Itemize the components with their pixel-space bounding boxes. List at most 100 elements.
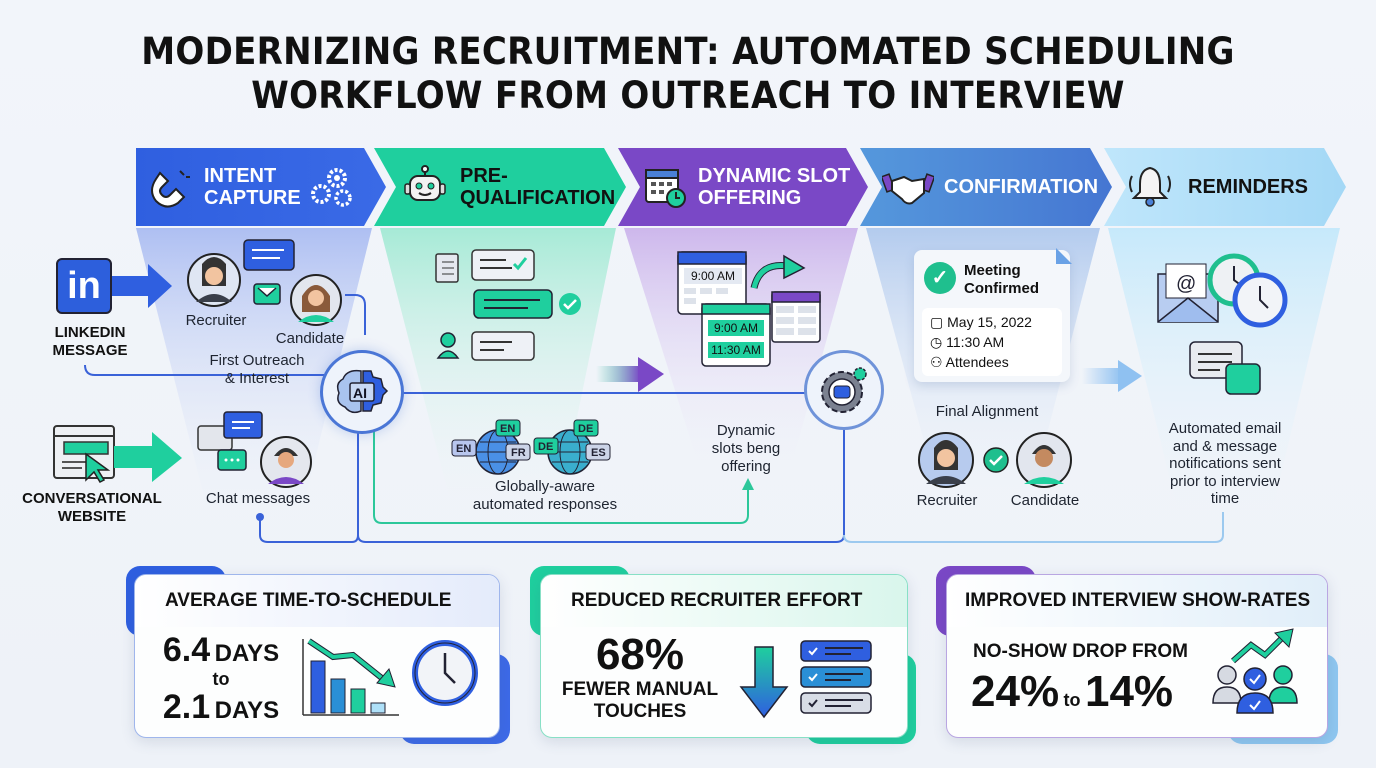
stage-label-line1: DYNAMIC SLOT — [698, 165, 851, 187]
lang-badge-en-2: EN — [500, 423, 515, 435]
metric-connector: to — [1063, 690, 1081, 710]
metric-title: AVERAGE TIME-TO-SCHEDULE — [135, 575, 499, 627]
linkedin-label-line1: LINKEDIN — [54, 324, 126, 341]
reminders-caption-line5: time — [1210, 490, 1240, 507]
clock-icon — [412, 640, 478, 706]
metric-line1: FEWER MANUAL — [561, 679, 719, 700]
checklist-icon — [800, 640, 872, 714]
metric-title: IMPROVED INTERVIEW SHOW-RATES — [947, 575, 1327, 627]
meeting-attendees-row: ⚇ Attendees — [930, 352, 1054, 372]
stage-label-line2: OFFERING — [698, 187, 802, 209]
metric-to-value: 2.1 — [162, 688, 211, 726]
metric-card-time-to-schedule: AVERAGE TIME-TO-SCHEDULE 6.4 DAYS to 2.1… — [134, 574, 500, 738]
website-label-line1: CONVERSATIONAL — [22, 490, 162, 507]
metric-to-value: 14% — [1084, 667, 1174, 716]
page-title: MODERNIZING RECRUITMENT: AUTOMATED SCHED… — [55, 30, 1321, 118]
alignment-recruiter-label: Recruiter — [916, 492, 978, 509]
title-line-2: WORKFLOW FROM OUTREACH TO INTERVIEW — [251, 74, 1125, 117]
metric-from-value: 6.4 — [162, 631, 211, 669]
lang-badge-en-1: EN — [456, 443, 471, 455]
prequal-caption: Globally-aware automated responses — [450, 478, 640, 514]
lang-badge-de-2: DE — [578, 423, 593, 435]
outreach-illustration — [187, 239, 342, 326]
meeting-confirmed-title: Meeting Confirmed — [964, 262, 1039, 298]
ai-hub-label: AI — [353, 385, 367, 401]
calendar-icon: ▢ — [930, 314, 948, 330]
slots-caption-line1: Dynamic — [716, 422, 776, 439]
automation-hub[interactable] — [804, 350, 884, 430]
metric-values: 24% to 14% — [971, 667, 1173, 717]
gear-bot-icon — [821, 367, 867, 413]
people-icon: ⚇ — [930, 354, 946, 370]
stage-label-line1: REMINDERS — [1188, 176, 1309, 198]
team-growth-icon — [1212, 628, 1298, 714]
lang-badge-de-1: DE — [538, 441, 553, 453]
stage-label-line2: CAPTURE — [204, 187, 301, 209]
stage-intent-capture: INTENT CAPTURE — [136, 148, 386, 226]
alignment-candidate-label: Candidate — [1010, 492, 1080, 509]
stage-label-line1: INTENT — [204, 165, 277, 187]
lang-badge-es: ES — [591, 447, 606, 459]
final-alignment-label: Final Alignment — [935, 403, 1039, 420]
metric-line2: TOUCHES — [593, 701, 687, 722]
slot-time-cal1: 9:00 AM — [684, 268, 742, 284]
outreach-caption: First Outreach & Interest — [192, 352, 322, 388]
down-arrow-icon — [739, 646, 789, 719]
metric-values: 6.4 DAYS to 2.1 DAYS — [151, 631, 291, 727]
gears-icon — [309, 164, 355, 210]
chat-messages-illustration — [197, 411, 312, 488]
stage-label-line1: CONFIRMATION — [944, 176, 1099, 198]
slots-caption-line3: offering — [721, 458, 771, 475]
calendars-icon — [677, 251, 821, 367]
metric-value: 68% — [595, 630, 685, 679]
robot-icon — [402, 164, 448, 210]
meeting-title-line1: Meeting — [964, 262, 1021, 279]
metric-to-unit: DAYS — [214, 697, 280, 724]
reminders-caption: Automated email and & message notificati… — [1150, 420, 1300, 508]
meeting-title-line2: Confirmed — [964, 280, 1039, 297]
linkedin-logo: in — [56, 258, 112, 314]
reminders-caption-line1: Automated email — [1168, 420, 1282, 437]
metric-card-recruiter-effort: REDUCED RECRUITER EFFORT 68% FEWER MANUA… — [540, 574, 908, 738]
title-line-1: MODERNIZING RECRUITMENT: AUTOMATED SCHED… — [141, 30, 1235, 73]
globe-languages-illustration: EN EN FR DE DE ES — [451, 419, 611, 475]
metric-from-unit: DAYS — [214, 640, 280, 667]
meeting-attendees: Attendees — [945, 354, 1009, 370]
website-label-line2: WEBSITE — [57, 508, 127, 525]
meeting-date: May 15, 2022 — [947, 314, 1032, 330]
stage-label-line1: PRE- — [460, 165, 508, 187]
alignment-avatars — [918, 432, 1072, 488]
stage-pre-qualification: PRE- QUALIFICATION — [374, 148, 626, 226]
stage-reminders: REMINDERS — [1104, 148, 1346, 226]
stage-confirmation: CONFIRMATION — [860, 148, 1112, 226]
bell-icon — [1126, 164, 1174, 210]
ai-hub[interactable]: AI — [320, 350, 404, 434]
slot-time-option-2[interactable]: 11:30 AM — [708, 342, 764, 358]
bot-agent-icon — [440, 332, 456, 348]
meeting-confirmed-card[interactable]: ✓ Meeting Confirmed ▢ May 15, 2022 ◷ 11:… — [914, 248, 1072, 382]
chat-messages-label: Chat messages — [205, 490, 311, 507]
slot-time-option-1[interactable]: 9:00 AM — [708, 320, 764, 336]
prequal-caption-line1: Globally-aware — [494, 478, 596, 495]
metric-subtitle: NO-SHOW DROP FROM — [973, 641, 1188, 662]
clock-icon: ◷ — [930, 334, 947, 350]
meeting-time: 11:30 AM — [946, 334, 1005, 350]
check-circle-icon: ✓ — [924, 262, 956, 294]
reminder-illustration: @ — [1157, 253, 1288, 395]
declining-bar-chart-icon — [302, 638, 399, 716]
metric-card-show-rates: IMPROVED INTERVIEW SHOW-RATES NO-SHOW DR… — [946, 574, 1328, 738]
website-icon — [53, 425, 182, 483]
recruiter-label: Recruiter — [185, 312, 247, 329]
lang-badge-fr: FR — [511, 447, 526, 459]
metric-title: REDUCED RECRUITER EFFORT — [541, 575, 907, 627]
qualification-chat-illustration — [435, 249, 581, 361]
outreach-caption-line2: & Interest — [224, 370, 290, 387]
metric-from-value: 24% — [971, 667, 1060, 716]
reminders-caption-line2: and & message — [1172, 437, 1278, 455]
linkedin-label-line2: MESSAGE — [52, 342, 128, 359]
slot-illustration: 9:00 AM 9:00 AM 11:30 AM — [676, 248, 822, 368]
magnet-icon — [150, 165, 194, 209]
check-icon — [983, 447, 1009, 473]
calendar-clock-icon — [642, 164, 688, 210]
linkedin-label: LINKEDIN MESSAGE — [40, 324, 140, 360]
